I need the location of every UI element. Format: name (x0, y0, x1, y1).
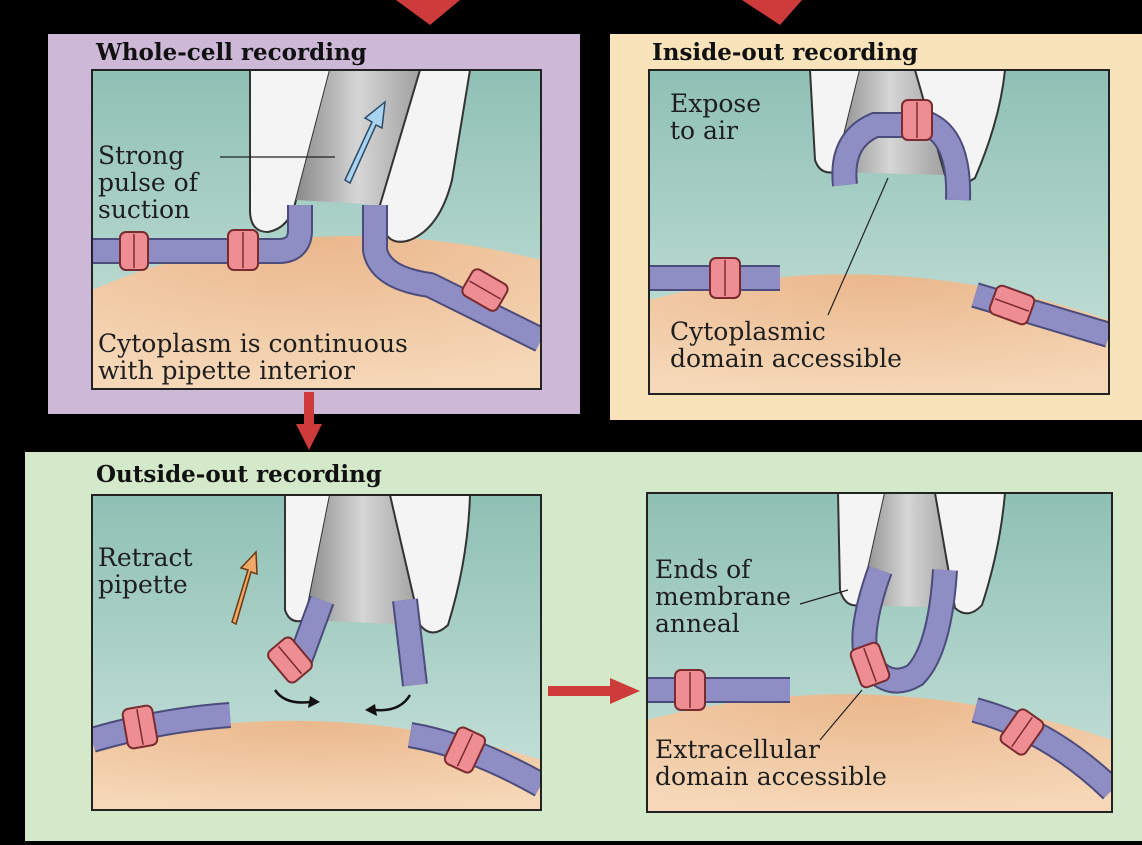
label-ends-anneal: Ends of membrane anneal (655, 556, 791, 637)
inside-out-title: Inside-out recording (652, 40, 918, 65)
label-retract-pipette: Retract pipette (98, 544, 193, 598)
ion-channel (120, 232, 148, 270)
label-extracellular-domain: Extracellular domain accessible (655, 736, 887, 790)
ion-channel (902, 100, 932, 140)
outside-out-title: Outside-out recording (96, 462, 382, 487)
ion-channel (675, 670, 705, 710)
ion-channel (710, 258, 740, 298)
flow-arrow-top-right (742, 0, 802, 25)
ion-channel (228, 230, 258, 270)
ion-channel (122, 705, 158, 750)
label-cytoplasmic-domain: Cytoplasmic domain accessible (670, 318, 902, 372)
label-expose-to-air: Expose to air (670, 90, 761, 144)
label-cytoplasm-continuous: Cytoplasm is continuous with pipette int… (98, 330, 408, 384)
label-suction: Strong pulse of suction (98, 142, 198, 223)
whole-cell-title: Whole-cell recording (96, 40, 367, 65)
flow-arrow-top-left (396, 0, 460, 25)
